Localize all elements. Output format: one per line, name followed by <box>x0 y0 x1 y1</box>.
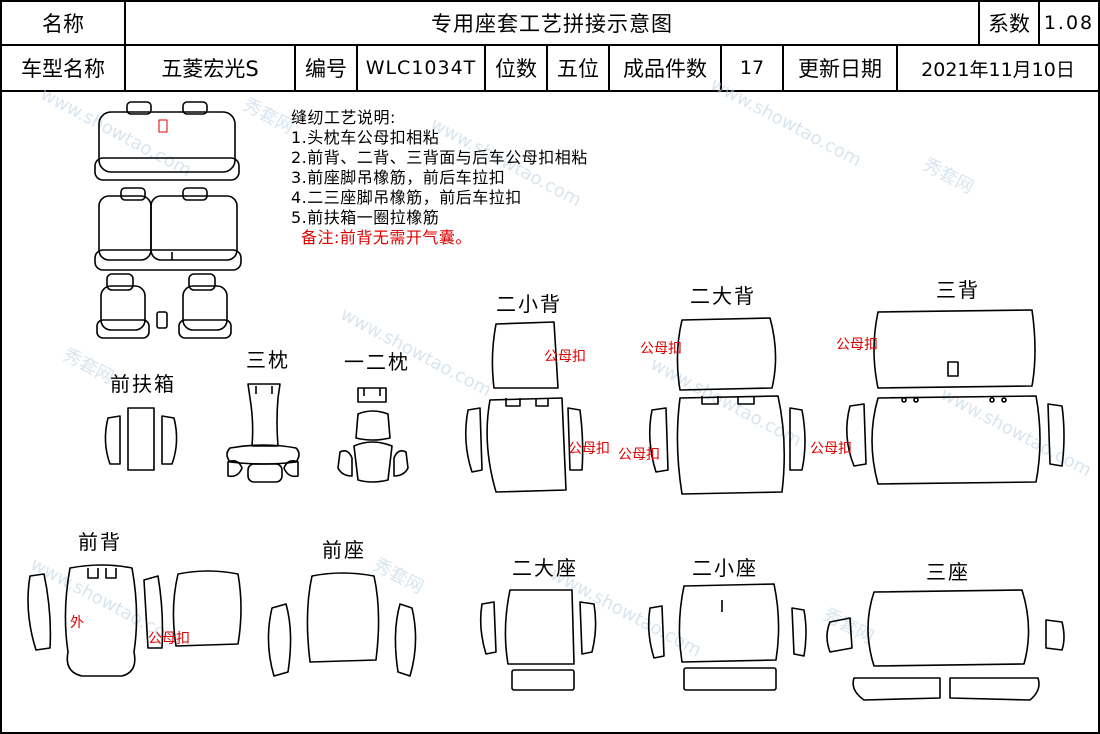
second-small-seat-pieces <box>647 583 807 691</box>
annotation-gongmukou: 公母扣 <box>810 441 852 457</box>
drawing-area: www.showtao.com 秀套网 www.showtao.com www.… <box>2 74 1098 732</box>
note-item: 5.前扶箱一圈拉橡筋 <box>291 208 440 227</box>
coef-value: 1.08 <box>1043 12 1095 34</box>
third-seat-pieces <box>826 589 1065 701</box>
model-value: 五菱宏光S <box>126 46 296 90</box>
pattern-drawing <box>27 101 1065 701</box>
front-back-pieces <box>27 564 242 677</box>
label-front-seat: 前座 <box>322 538 366 562</box>
label-second-small-seat: 二小座 <box>692 556 758 580</box>
code-value: WLC1034T <box>358 46 486 90</box>
label-third-headrest: 三枕 <box>246 348 290 372</box>
date-label: 更新日期 <box>784 46 898 90</box>
model-label: 车型名称 <box>2 46 126 90</box>
first-second-headrest-pieces <box>337 387 409 483</box>
label-front-back: 前背 <box>78 530 122 554</box>
label-second-large-seat: 二大座 <box>512 556 578 580</box>
header-row-2: 车型名称 五菱宏光S 编号 WLC1034T 位数 五位 成品件数 17 更新日… <box>2 46 1098 92</box>
second-small-back-pieces <box>464 321 584 493</box>
note-item: 3.前座脚吊橡筋，前后车拉扣 <box>291 168 506 187</box>
label-front-armrest: 前扶箱 <box>110 372 176 396</box>
annotation-gongmukou: 公母扣 <box>544 349 586 365</box>
name-label: 名称 <box>2 2 126 44</box>
notes-title: 缝纫工艺说明: <box>291 108 396 127</box>
header-row-1: 名称 专用座套工艺拼接示意图 系数 1.08 <box>2 2 1098 46</box>
second-large-back-pieces <box>648 317 806 495</box>
pieces-label: 成品件数 <box>610 46 722 90</box>
label-third-seat: 三座 <box>926 560 970 584</box>
sewing-notes: 缝纫工艺说明: 1.头枕车公母扣相粘 2.前背、二背、三背面与后车公母扣相粘 3… <box>291 108 588 248</box>
label-third-back: 三背 <box>936 278 980 302</box>
annotation-gongmukou: 公母扣 <box>640 341 682 357</box>
note-item: 2.前背、二背、三背面与后车公母扣相粘 <box>291 148 588 167</box>
note-item: 1.头枕车公母扣相粘 <box>291 128 440 147</box>
seats-label: 位数 <box>486 46 548 90</box>
annotation-wai: 外 <box>70 615 84 631</box>
seat-layout-diagram <box>94 101 242 339</box>
coef-label: 系数 <box>980 2 1040 44</box>
date-value: 2021年11月10日 <box>921 58 1075 81</box>
front-seat-pieces <box>267 572 417 677</box>
note-item: 4.二三座脚吊橡筋，前后车拉扣 <box>291 188 522 207</box>
annotation-gongmukou: 公母扣 <box>568 441 610 457</box>
second-large-seat-pieces <box>479 589 597 691</box>
seats-value: 五位 <box>548 46 610 90</box>
annotation-gongmukou: 公母扣 <box>148 631 190 647</box>
doc-title: 专用座套工艺拼接示意图 <box>126 2 980 44</box>
third-headrest-pieces <box>226 383 300 483</box>
label-second-large-back: 二大背 <box>690 284 756 308</box>
pieces-value: 17 <box>722 46 784 90</box>
code-label: 编号 <box>296 46 358 90</box>
label-first-second-headrest: 一二枕 <box>344 350 410 374</box>
annotation-gongmukou: 公母扣 <box>618 447 660 463</box>
third-back-pieces <box>846 309 1065 485</box>
label-second-small-back: 二小背 <box>496 292 562 316</box>
front-armrest-pieces <box>104 407 178 471</box>
annotation-gongmukou: 公母扣 <box>836 337 878 353</box>
remark-note: 备注:前背无需开气囊。 <box>301 228 472 247</box>
